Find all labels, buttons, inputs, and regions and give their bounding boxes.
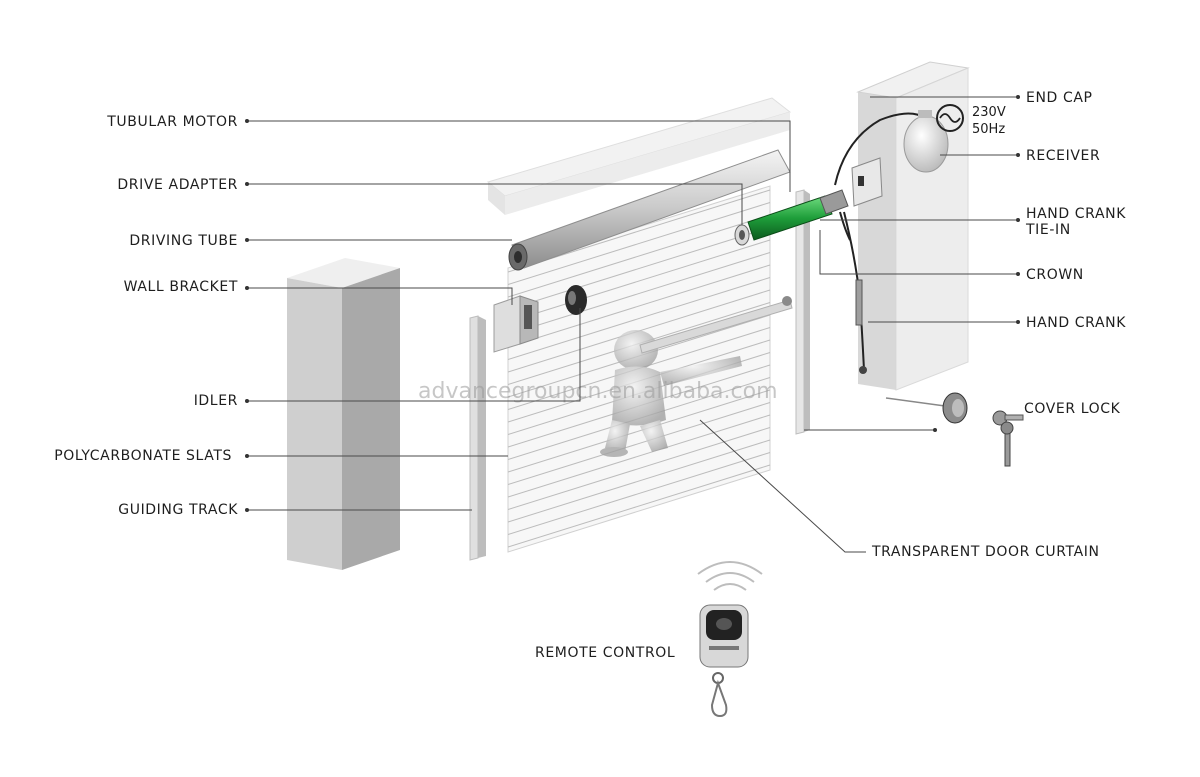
power-symbol-icon bbox=[936, 104, 964, 132]
label-crown: CROWN bbox=[1026, 267, 1084, 283]
label-hand-crank: HAND CRANK bbox=[1026, 315, 1126, 331]
slat-line bbox=[507, 402, 771, 485]
wall-bracket bbox=[493, 295, 539, 353]
label-polycarbonate-slats: POLYCARBONATE SLATS bbox=[54, 448, 232, 464]
label-idler: IDLER bbox=[194, 393, 238, 409]
slat-line bbox=[507, 439, 771, 523]
slat-line bbox=[507, 252, 771, 335]
slat-line bbox=[507, 464, 771, 548]
slat-line bbox=[507, 389, 771, 473]
slat-line bbox=[507, 214, 771, 298]
leader-lines bbox=[247, 96, 1018, 553]
voltage-label: 230V bbox=[972, 105, 1006, 120]
slat-line bbox=[507, 277, 771, 360]
door-bar bbox=[639, 296, 793, 354]
slat-line bbox=[507, 452, 771, 535]
figure-behind-curtain bbox=[600, 330, 742, 457]
cover-lock bbox=[885, 392, 968, 424]
label-cover-lock: COVER LOCK bbox=[1024, 401, 1121, 417]
remote-control bbox=[699, 604, 749, 718]
slat-line bbox=[507, 264, 771, 348]
receiver bbox=[903, 110, 949, 173]
label-remote-control: REMOTE CONTROL bbox=[535, 645, 675, 661]
drive-adapter bbox=[734, 224, 750, 246]
tubular-motor bbox=[747, 189, 849, 241]
idler bbox=[565, 285, 587, 315]
back-wall bbox=[486, 97, 792, 215]
hand-crank-rod bbox=[855, 279, 867, 374]
label-driving-tube: DRIVING TUBE bbox=[129, 233, 238, 249]
slat-line bbox=[507, 427, 771, 510]
label-hand-crank-tie-in-line2: TIE-IN bbox=[1025, 222, 1071, 238]
guiding-track-left bbox=[469, 315, 486, 561]
label-end-cap: END CAP bbox=[1026, 90, 1093, 106]
right-housing bbox=[856, 61, 970, 391]
label-transparent-door-curtain: TRANSPARENT DOOR CURTAIN bbox=[871, 544, 1100, 560]
signal-waves-icon bbox=[697, 561, 763, 591]
slat-line bbox=[507, 227, 771, 310]
guiding-track-right bbox=[795, 189, 810, 435]
label-receiver: RECEIVER bbox=[1026, 148, 1100, 164]
watermark: advancegroupcn.en.alibaba.com bbox=[418, 379, 778, 404]
label-tubular-motor: TUBULAR MOTOR bbox=[106, 114, 238, 130]
slat-line bbox=[507, 414, 771, 498]
slat-line bbox=[507, 202, 771, 285]
polycarbonate-slats bbox=[507, 189, 771, 548]
key-icon bbox=[992, 410, 1024, 467]
crown-bracket bbox=[851, 157, 883, 207]
left-pillar bbox=[287, 258, 400, 570]
label-guiding-track: GUIDING TRACK bbox=[118, 502, 238, 518]
label-drive-adapter: DRIVE ADAPTER bbox=[117, 177, 238, 193]
label-hand-crank-tie-in-line1: HAND CRANK bbox=[1026, 206, 1126, 222]
slat-line bbox=[507, 239, 771, 323]
label-wall-bracket: WALL BRACKET bbox=[124, 279, 238, 295]
frequency-label: 50Hz bbox=[972, 122, 1005, 137]
leader-dots bbox=[245, 95, 1020, 512]
